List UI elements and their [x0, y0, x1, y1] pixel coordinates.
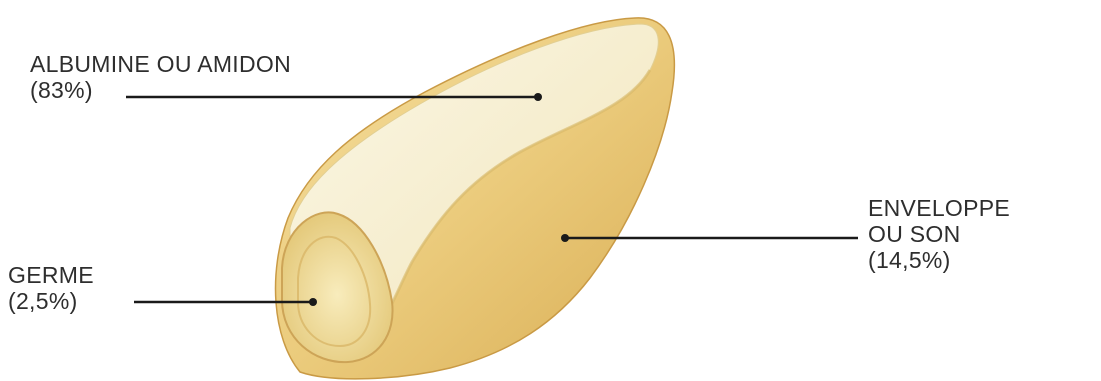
albumine-percent: (83%): [30, 77, 291, 103]
albumine-label: ALBUMINE OU AMIDON (83%): [30, 51, 291, 103]
albumine-leader-dot: [534, 93, 542, 101]
enveloppe-percent: (14,5%): [868, 247, 1010, 273]
enveloppe-name-line2: OU SON: [868, 221, 1010, 247]
germe-leader-dot: [309, 298, 317, 306]
germe-label: GERME (2,5%): [8, 262, 94, 314]
germe-percent: (2,5%): [8, 288, 94, 314]
enveloppe-name-line1: ENVELOPPE: [868, 195, 1010, 221]
enveloppe-leader-dot: [561, 234, 569, 242]
enveloppe-label: ENVELOPPE OU SON (14,5%): [868, 195, 1010, 273]
albumine-name: ALBUMINE OU AMIDON: [30, 51, 291, 77]
germe-name: GERME: [8, 262, 94, 288]
